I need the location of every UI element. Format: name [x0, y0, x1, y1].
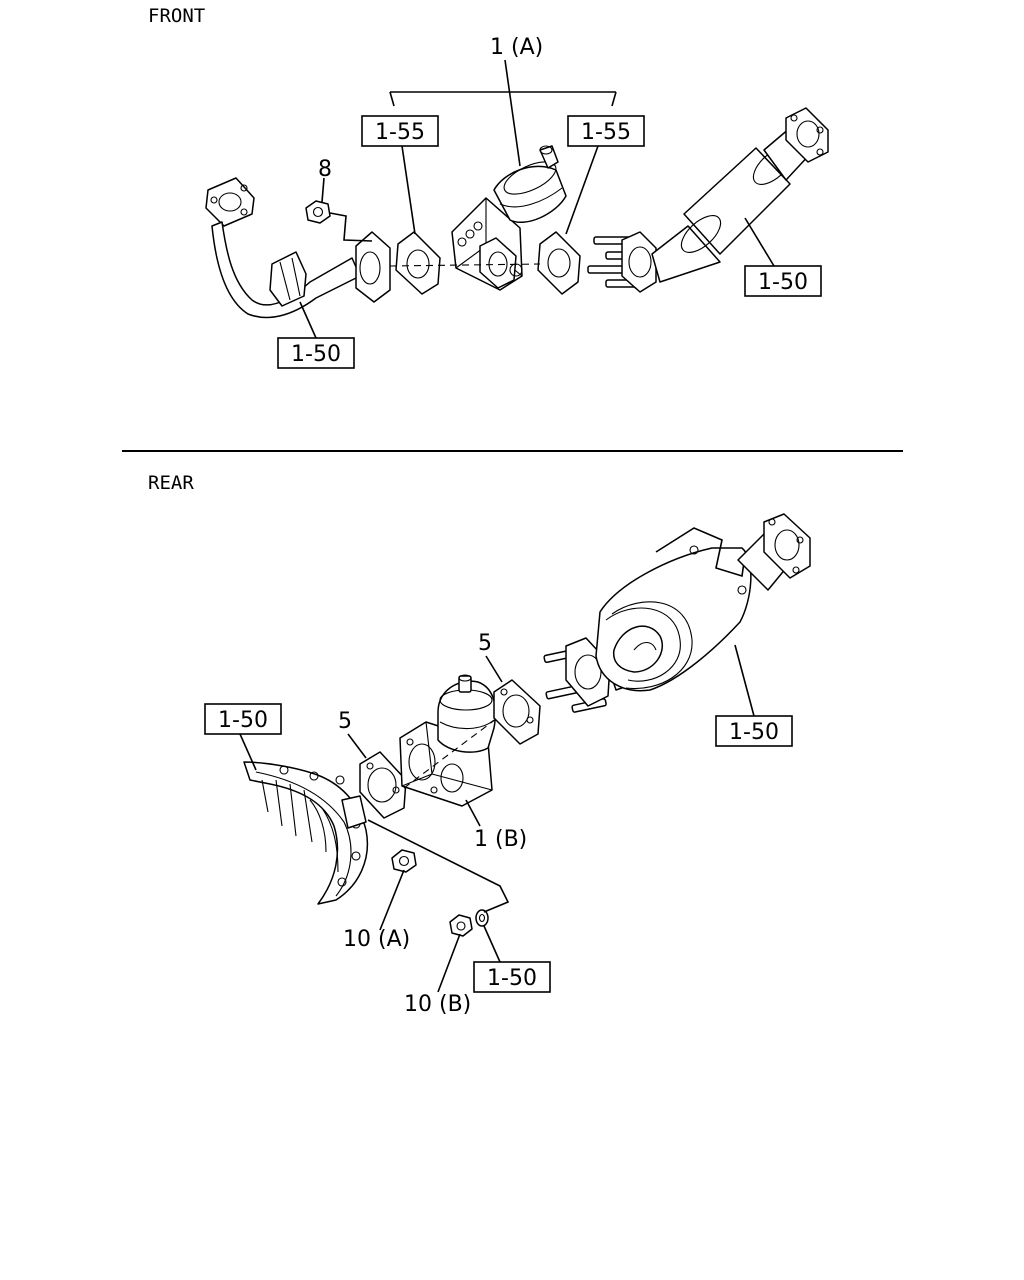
callout-5-lower: 5: [338, 709, 352, 734]
rear-manifold-box: [204, 703, 282, 735]
front-gasket-left: [395, 231, 441, 295]
callout-10a: 10 (A): [343, 927, 410, 952]
front-converter-ref: 1-50: [758, 270, 808, 295]
rear-washer: [475, 909, 489, 927]
section-title-front: FRONT: [148, 5, 205, 27]
callout-10b: 10 (B): [404, 992, 471, 1017]
rear-egr-valve: [399, 674, 497, 807]
front-exhaust-pipe: [205, 177, 391, 319]
front-callouts: [299, 59, 775, 339]
rear-converter-box: [715, 715, 793, 747]
front-gasket-left-ref: 1-55: [375, 120, 425, 145]
rear-converter-ref: 1-50: [729, 720, 779, 745]
rear-washer-ref: 1-50: [487, 966, 537, 991]
rear-gasket-upper: [493, 679, 541, 745]
rear-gasket-lower: [359, 751, 407, 819]
front-pipe-box: [277, 337, 355, 369]
front-gasket-right: [537, 231, 581, 295]
rear-callouts: [239, 644, 755, 993]
rear-nut-10b: [449, 914, 473, 937]
front-catalytic-converter: [587, 107, 829, 293]
front-gasket-right-box: [567, 115, 645, 147]
callout-8: 8: [318, 157, 332, 182]
section-title-rear: REAR: [148, 472, 194, 494]
front-nut-8: [305, 200, 373, 242]
rear-catalytic-converter: [543, 513, 811, 713]
callout-1a: 1 (A): [490, 35, 543, 60]
callout-5-upper: 5: [478, 631, 492, 656]
front-pipe-ref: 1-50: [291, 342, 341, 367]
callout-1b: 1 (B): [474, 827, 527, 852]
front-converter-box: [744, 265, 822, 297]
front-gasket-left-box: [361, 115, 439, 147]
rear-manifold-ref: 1-50: [218, 708, 268, 733]
rear-exhaust-manifold: [243, 761, 369, 905]
front-gasket-right-ref: 1-55: [581, 120, 631, 145]
rear-washer-box: [473, 961, 551, 993]
rear-nut-10a: [391, 849, 417, 873]
front-egr-valve: [451, 145, 567, 291]
